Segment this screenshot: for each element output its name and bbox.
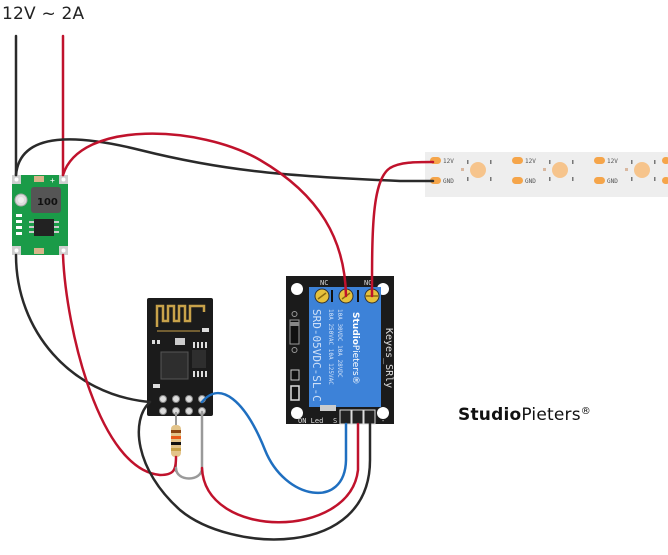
nc-label: NC — [320, 279, 328, 287]
inductor-label: 100 — [37, 197, 58, 208]
on-led-label: ON_Led — [298, 417, 323, 425]
minus-label: - — [381, 417, 385, 425]
wire-relay-signal[interactable] — [200, 391, 348, 495]
led-strip-body — [425, 152, 668, 197]
relay-body — [309, 287, 381, 407]
resistor-body — [171, 425, 181, 457]
resistor-band — [171, 430, 181, 433]
inductor — [31, 187, 61, 213]
pad-gnd — [512, 177, 523, 184]
pad-12v-label: 12V — [443, 158, 454, 165]
buck-converter: + 100 — [12, 175, 68, 255]
module-name: Keyes_SRly — [383, 328, 394, 388]
wifi-antenna — [155, 304, 206, 327]
led-strip: 12V GND 12V GND 12V GND — [425, 152, 668, 197]
pad-gnd-label: GND — [525, 178, 536, 185]
wire-esp-gnd[interactable] — [14, 253, 152, 404]
wire-strip-gnd[interactable] — [14, 138, 435, 183]
esp-pin — [159, 395, 167, 403]
relay-rating-1: 10A 250VAC 10A 125VAC — [327, 309, 334, 385]
pad-gnd — [594, 177, 605, 184]
power-spec-label: 12V ~ 2A — [2, 4, 85, 24]
regulator-ic — [34, 219, 54, 236]
resistor-band — [171, 448, 181, 451]
led-segment: 12V GND — [512, 157, 574, 185]
wire-strip-12v[interactable] — [370, 160, 435, 298]
resistor-band — [171, 442, 181, 445]
esp-pin — [172, 395, 180, 403]
esp-chip — [160, 351, 189, 380]
led-segment: 12V GND — [594, 157, 656, 185]
esp8266-module — [147, 298, 213, 416]
pad-gnd-label: GND — [607, 178, 618, 185]
relay-rating-2: 10A 30VDC 10A 28VDC — [336, 309, 343, 378]
wire-relay-vcc[interactable] — [200, 422, 360, 524]
on-led — [320, 405, 336, 411]
pad-12v — [594, 157, 605, 164]
pin-in-plus — [61, 177, 66, 182]
wire-relay-com[interactable] — [61, 132, 348, 298]
esp-pin — [185, 395, 193, 403]
pad-12v — [512, 157, 523, 164]
led-icon — [634, 162, 650, 178]
esp-pin — [185, 407, 193, 415]
pad-12v-label: 12V — [607, 158, 618, 165]
pad-12v-label: 12V — [525, 158, 536, 165]
signal-label: S — [333, 417, 337, 425]
plus-label: + — [50, 176, 55, 185]
pad-gnd-label: GND — [443, 178, 454, 185]
led-icon — [552, 162, 568, 178]
relay-header — [339, 409, 376, 425]
pin-in-minus — [14, 177, 19, 182]
wires — [14, 34, 435, 541]
no-label: NO — [364, 279, 372, 287]
brand-logo: StudioPieters® — [458, 405, 591, 425]
led-icon — [470, 162, 486, 178]
resistor-smd — [290, 385, 300, 401]
transistor — [290, 369, 300, 381]
relay-module: NC NO SRD-05VDC-SL-C 10A 250VAC 10A 125V… — [286, 276, 394, 425]
wire-esp-vcc[interactable] — [61, 253, 178, 477]
relay-part-number: SRD-05VDC-SL-C — [310, 309, 323, 402]
wire-relay-gnd[interactable] — [137, 400, 372, 541]
relay-brand: StudioPieters® — [350, 312, 360, 385]
pin-out-plus — [61, 248, 66, 253]
diode — [289, 319, 300, 345]
resistor-band — [171, 436, 181, 439]
pin-out-minus — [14, 248, 19, 253]
esp-pin — [159, 407, 167, 415]
